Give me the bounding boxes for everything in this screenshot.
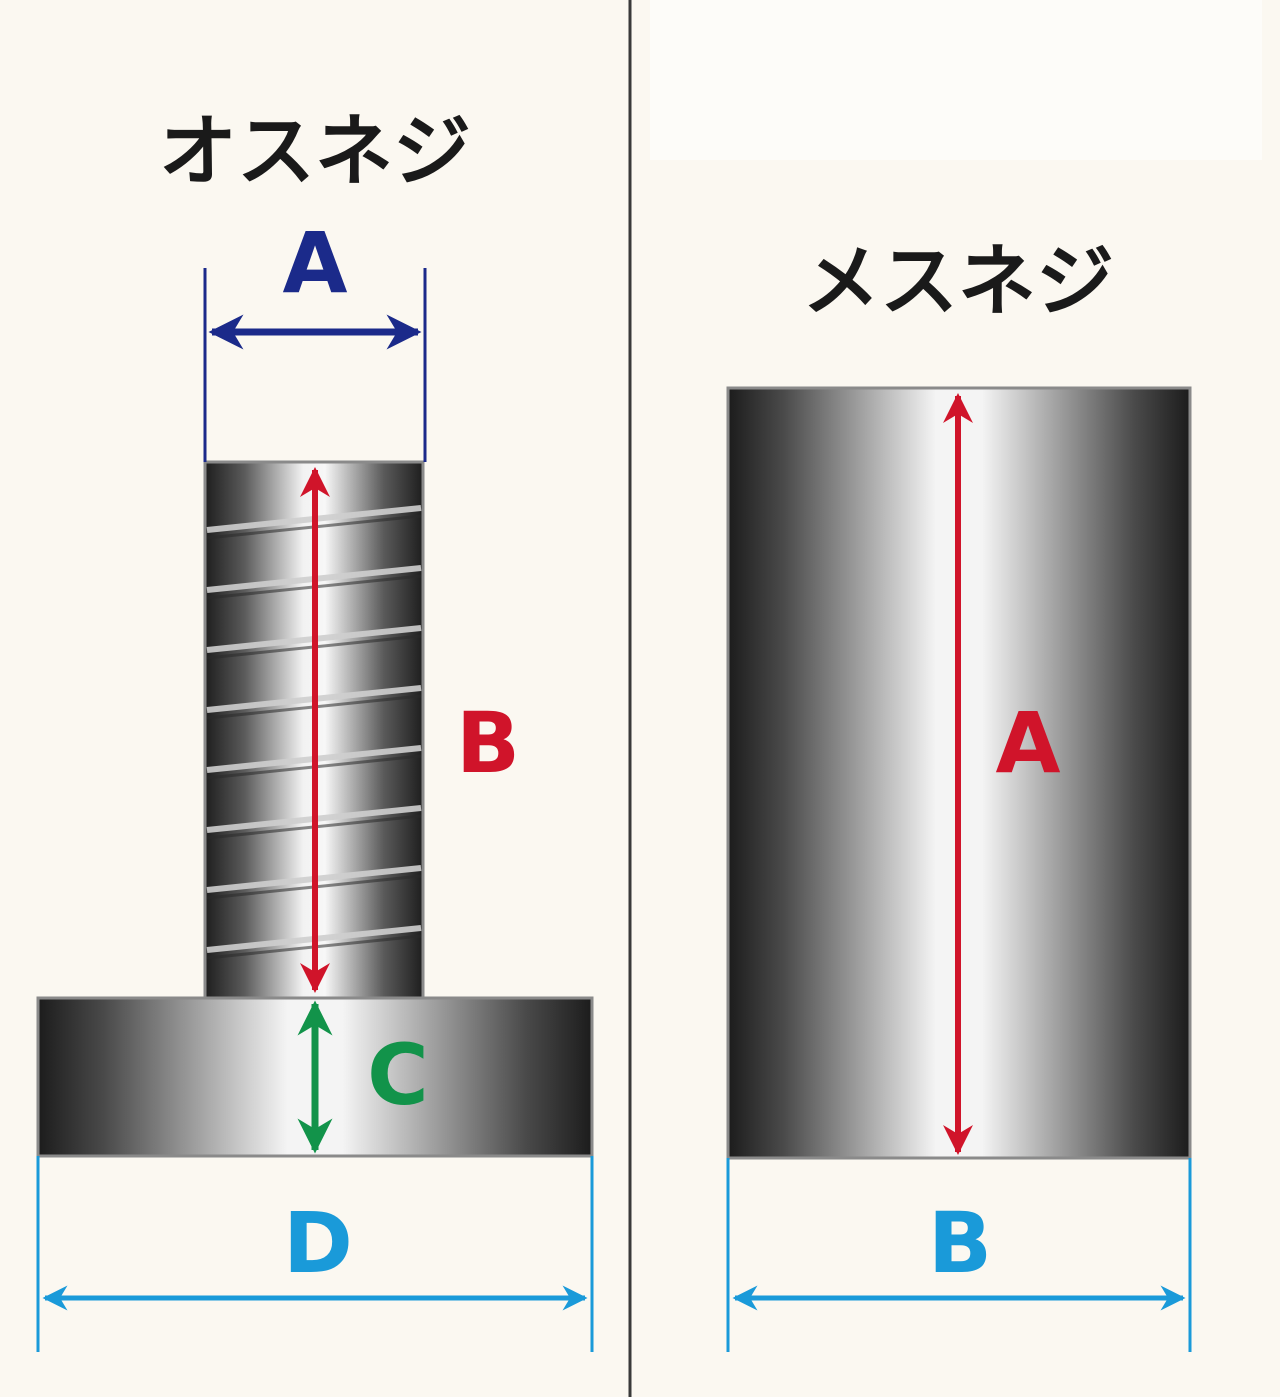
dim-b-female-label: B	[928, 1194, 992, 1292]
top-highlight	[650, 0, 1262, 160]
dim-a-female-label: A	[995, 694, 1060, 792]
dim-b-label: B	[456, 694, 520, 792]
dim-c-label: C	[367, 1026, 429, 1124]
male-screw-panel: オスネジ A	[36, 107, 594, 1352]
female-screw-panel: メスネジ A B	[650, 0, 1262, 1352]
dim-d-label: D	[283, 1194, 353, 1292]
dim-a-label: A	[282, 214, 347, 312]
female-screw-title: メスネジ	[802, 237, 1114, 327]
male-screw-title: オスネジ	[159, 107, 471, 197]
